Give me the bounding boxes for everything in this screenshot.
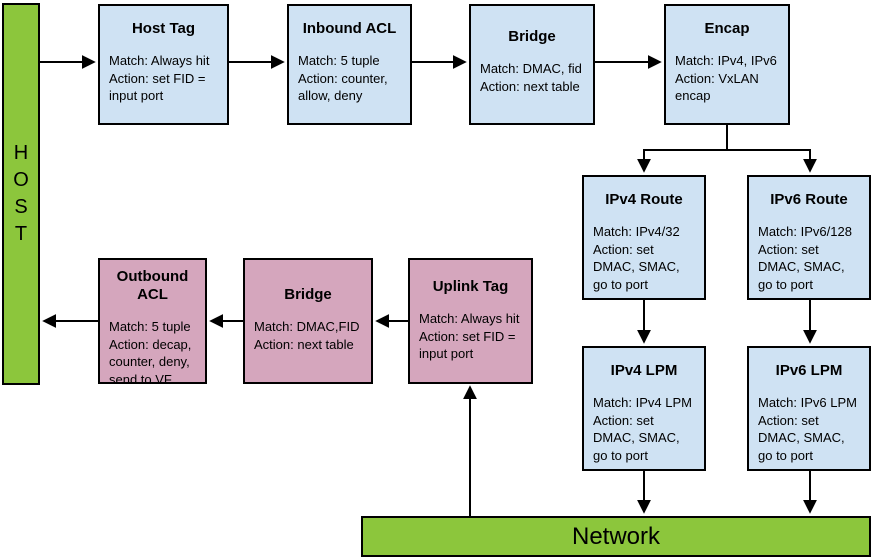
node-title: Inbound ACL: [302, 20, 397, 37]
node-bridge-inbound: Bridge Match: DMAC, fid Action: next tab…: [469, 4, 595, 125]
node-title: Bridge: [284, 286, 332, 303]
node-body: Match: 5 tuple Action: decap, counter, d…: [109, 319, 192, 387]
node-title: Uplink Tag: [432, 278, 509, 295]
host-bar: H O S T: [2, 3, 40, 385]
node-title: IPv4 LPM: [610, 362, 678, 379]
node-ipv4-lpm: IPv4 LPM Match: IPv4 LPM Action: set DMA…: [582, 346, 706, 471]
node-body: Match: Always hit Action: set FID = inpu…: [109, 53, 210, 103]
node-outbound-acl: Outbound ACL Match: 5 tuple Action: deca…: [98, 258, 207, 387]
node-encap: Encap Match: IPv4, IPv6 Action: VxLAN en…: [664, 4, 790, 125]
node-ipv6-lpm: IPv6 LPM Match: IPv6 LPM Action: set DMA…: [747, 346, 871, 471]
node-body: Match: IPv6/128 Action: set DMAC, SMAC, …: [758, 224, 852, 292]
node-ipv4-route: IPv4 Route Match: IPv4/32 Action: set DM…: [582, 175, 706, 300]
host-letter: H: [13, 142, 29, 164]
network-label: Network: [571, 522, 661, 550]
node-body: Match: IPv4/32 Action: set DMAC, SMAC, g…: [593, 224, 680, 292]
node-title: Encap: [704, 20, 750, 37]
node-host-tag: Host Tag Match: Always hit Action: set F…: [98, 4, 229, 125]
node-body: Match: DMAC,FID Action: next table: [254, 319, 360, 352]
node-title: Bridge: [508, 28, 556, 45]
node-body: Match: 5 tuple Action: counter, allow, d…: [298, 53, 388, 103]
node-title: Outbound ACL: [116, 268, 189, 303]
node-body: Match: DMAC, fid Action: next table: [480, 61, 582, 94]
node-body: Match: IPv4, IPv6 Action: VxLAN encap: [675, 53, 777, 103]
host-letter: S: [14, 196, 28, 218]
node-ipv6-route: IPv6 Route Match: IPv6/128 Action: set D…: [747, 175, 871, 300]
node-title: Host Tag: [131, 20, 196, 37]
node-title: IPv6 LPM: [775, 362, 843, 379]
host-letter: T: [14, 223, 28, 245]
node-title: IPv6 Route: [770, 191, 848, 208]
node-inbound-acl: Inbound ACL Match: 5 tuple Action: count…: [287, 4, 412, 125]
node-bridge-outbound: Bridge Match: DMAC,FID Action: next tabl…: [243, 258, 373, 384]
node-body: Match: IPv4 LPM Action: set DMAC, SMAC, …: [593, 395, 692, 463]
node-body: Match: IPv6 LPM Action: set DMAC, SMAC, …: [758, 395, 857, 463]
node-uplink-tag: Uplink Tag Match: Always hit Action: set…: [408, 258, 533, 384]
host-letter: O: [13, 169, 29, 191]
node-title: IPv4 Route: [605, 191, 683, 208]
node-body: Match: Always hit Action: set FID = inpu…: [419, 311, 520, 361]
network-bar: Network: [361, 516, 871, 557]
